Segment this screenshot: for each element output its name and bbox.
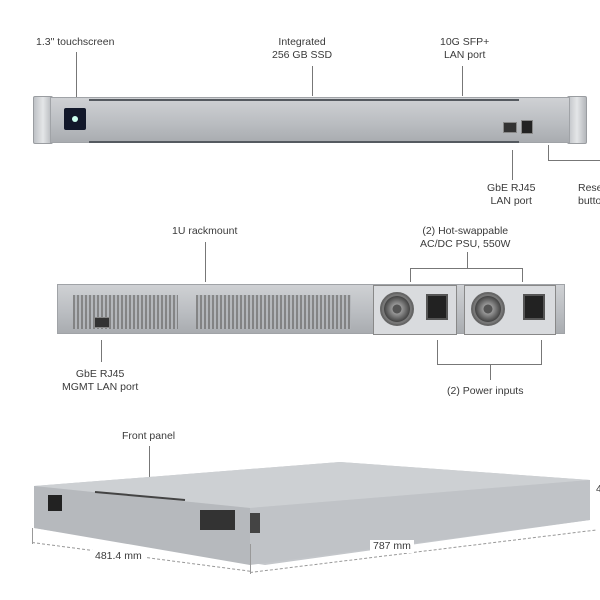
touchscreen[interactable]: [64, 108, 86, 130]
psu-2[interactable]: [464, 285, 556, 335]
label-reset-line1: Reset: [578, 182, 600, 194]
label-depth: 787 mm: [370, 540, 414, 553]
label-mgmt-line1: GbE RJ45: [75, 368, 125, 380]
label-ssd-line1: Integrated: [278, 36, 326, 48]
iso-chassis: [34, 462, 590, 565]
dimension-tick: [250, 544, 251, 574]
vent-grille: [196, 295, 351, 329]
power-inlet: [426, 294, 448, 320]
sfp-port: [521, 120, 533, 134]
label-mgmt-line2: MGMT LAN port: [62, 381, 139, 393]
fan-icon: [380, 292, 414, 326]
front-chassis: [50, 97, 570, 143]
label-psu-line2: AC/DC PSU, 550W: [420, 238, 511, 250]
leader-line: [410, 268, 522, 269]
label-rj45-line2: LAN port: [490, 195, 532, 207]
leader-line: [467, 252, 468, 268]
leader-line: [512, 150, 513, 180]
label-reset: Resetbutton: [578, 182, 600, 208]
label-power-inputs: (2) Power inputs: [447, 385, 524, 397]
rear-chassis: [57, 284, 565, 335]
leader-line: [149, 446, 150, 486]
leader-line: [312, 66, 313, 96]
leader-line: [205, 242, 206, 282]
leader-line: [101, 340, 102, 362]
label-rj45-line1: GbE RJ45: [487, 182, 536, 194]
leader-line: [490, 364, 491, 380]
rack-ear-right: [567, 96, 587, 144]
label-sfp: 10G SFP+LAN port: [440, 36, 489, 62]
leader-line: [76, 52, 77, 97]
leader-line: [522, 268, 523, 282]
dimension-tick: [32, 528, 33, 544]
leader-line: [410, 268, 411, 282]
label-sfp-line2: LAN port: [443, 49, 486, 61]
leader-line: [548, 160, 600, 161]
fan-icon: [471, 292, 505, 326]
label-height: 4: [596, 483, 600, 495]
mgmt-port: [94, 317, 110, 328]
label-psu-line1: (2) Hot-swappable: [422, 225, 509, 237]
label-ssd-line2: 256 GB SSD: [272, 49, 333, 61]
vent-slot: [89, 99, 519, 101]
leader-line: [548, 145, 549, 160]
rj45-port: [503, 122, 517, 133]
vent-grille: [73, 295, 178, 329]
label-width: 481.4 mm: [92, 550, 145, 563]
leader-line: [437, 364, 542, 365]
psu-1[interactable]: [373, 285, 457, 335]
label-front-panel: Front panel: [122, 430, 176, 442]
label-sfp-line1: 10G SFP+: [440, 36, 490, 48]
leader-line: [541, 340, 542, 364]
leader-line: [437, 340, 438, 364]
label-rackmount: 1U rackmount: [172, 225, 238, 237]
power-inlet: [523, 294, 545, 320]
vent-slot: [89, 141, 519, 143]
label-reset-line2: button: [578, 195, 600, 207]
label-touchscreen: 1.3" touchscreen: [36, 36, 115, 48]
leader-line: [462, 66, 463, 96]
